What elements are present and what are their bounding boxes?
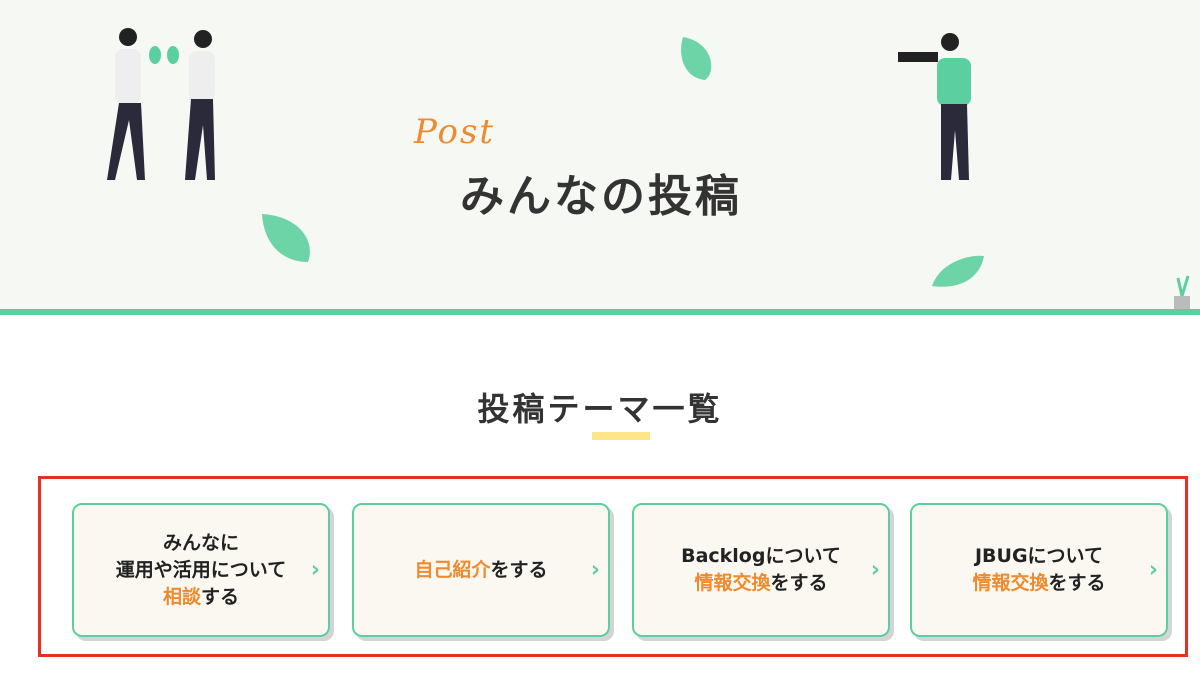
photographer-illustration xyxy=(898,33,971,180)
theme-card-jbug[interactable]: JBUGについて情報交換をする › xyxy=(910,503,1168,637)
card-highlight: 情報交換 xyxy=(694,572,771,594)
card-text: する xyxy=(201,585,240,608)
card-highlight: 情報交換 xyxy=(972,572,1049,594)
theme-card-self-intro[interactable]: 自己紹介をする › xyxy=(352,503,610,637)
leaf-icon xyxy=(932,255,984,287)
card-highlight: 自己紹介 xyxy=(414,558,491,581)
plant-icon xyxy=(1174,275,1190,309)
section-title: 投稿テーマ一覧 xyxy=(477,390,723,428)
theme-card-backlog[interactable]: Backlogについて情報交換をする › xyxy=(632,503,890,637)
theme-list-highlight xyxy=(38,476,1188,657)
page-title: みんなの投稿 xyxy=(460,171,742,222)
chevron-right-icon: › xyxy=(310,557,320,583)
card-text: JBUGについて xyxy=(974,545,1103,567)
chevron-right-icon: › xyxy=(590,557,600,583)
title-underline xyxy=(592,432,650,440)
card-text: Backlogについて xyxy=(681,545,841,567)
theme-card-consult[interactable]: みんなに運用や活用について相談する › xyxy=(72,503,330,637)
card-text: みんなに xyxy=(162,531,239,554)
chevron-right-icon: › xyxy=(870,557,880,583)
people-with-leaves-illustration xyxy=(107,28,215,180)
leaf-icon xyxy=(681,37,712,80)
card-text: 運用や活用について xyxy=(115,558,287,581)
card-text: をする xyxy=(770,572,828,594)
card-text: をする xyxy=(1048,572,1106,594)
hero-banner: Post みんなの投稿 xyxy=(0,0,1200,310)
card-highlight: 相談 xyxy=(162,585,201,608)
hero-script-label: Post xyxy=(414,112,496,152)
chevron-right-icon: › xyxy=(1148,557,1158,583)
leaf-icon xyxy=(262,214,310,262)
hero-divider xyxy=(0,309,1200,315)
card-text: をする xyxy=(490,558,548,581)
